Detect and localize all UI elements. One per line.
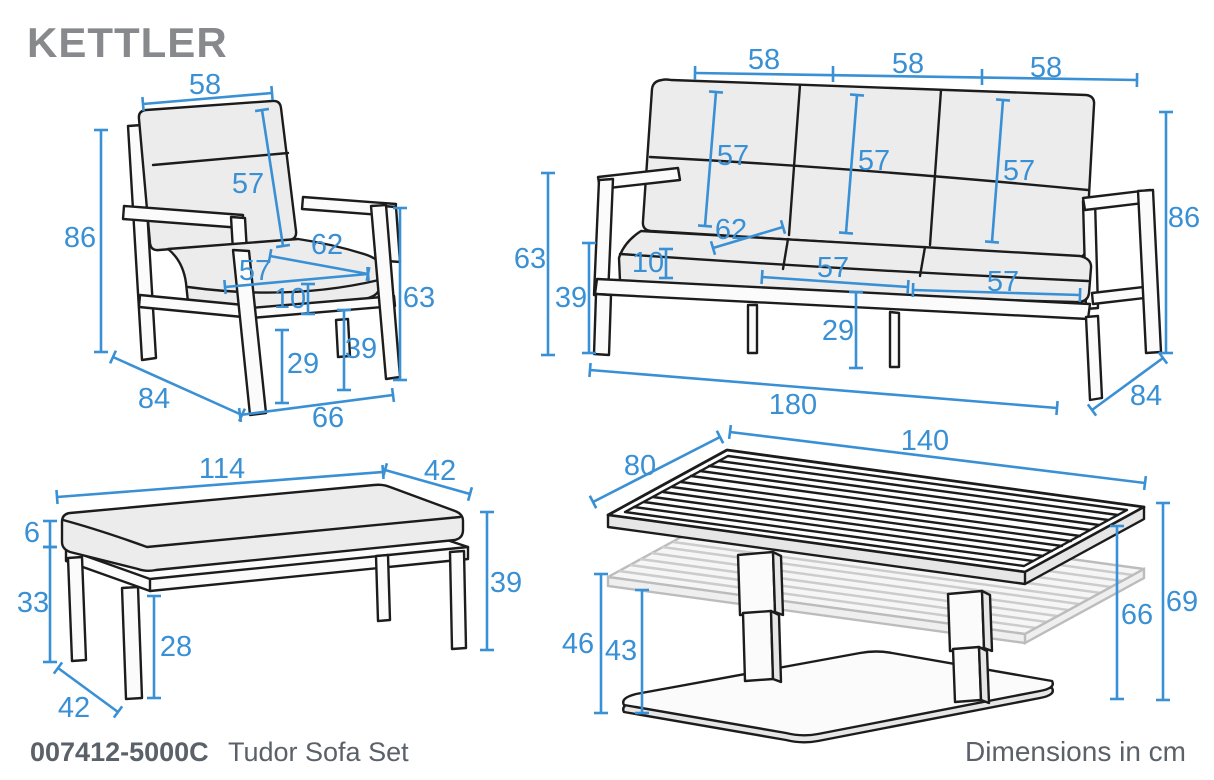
table-top-edge — [606, 505, 1146, 586]
table-dim-lowered-clearance: 43 — [605, 635, 637, 667]
sofa-dim-seat-width-2: 57 — [987, 266, 1019, 298]
sofa-back-seam-1 — [787, 83, 802, 237]
bench-rear-right-leg — [374, 553, 392, 623]
sofa-dim-top-width-3: 58 — [1030, 52, 1062, 84]
sofa-dim-seat-width-1: 57 — [817, 252, 849, 284]
bench-cushion-crease — [61, 515, 462, 549]
bench-drawing — [60, 483, 470, 701]
armchair-dim-seat-width: 57 — [239, 255, 271, 287]
bench-dim-frame-height: 33 — [17, 587, 49, 619]
bench-dim-seat-height: 39 — [490, 567, 522, 599]
kettler-logo: KETTLER — [27, 19, 228, 66]
sofa-back-cushions — [641, 78, 1096, 259]
armchair-dim-cushion-thickness: 10 — [274, 283, 306, 315]
table-dimensions: 80 140 46 43 66 69 — [562, 424, 1198, 715]
sofa-dim-cushion-thickness: 10 — [632, 247, 664, 279]
table-dim-raised-height: 69 — [1166, 586, 1198, 618]
sofa-dim-seat-depth: 62 — [715, 214, 747, 246]
sofa-back-seam-2 — [928, 88, 943, 247]
sofa-dim-back-height-1: 57 — [717, 140, 749, 172]
sofa-outer-right-post — [1136, 188, 1163, 355]
table-right-column-lower-side — [977, 645, 991, 705]
sofa-front-left-leg — [592, 292, 613, 357]
sofa-seat-crease — [618, 252, 1090, 283]
bench-dim-bottom-depth: 42 — [58, 692, 90, 724]
armchair-dim-seat-depth: 62 — [311, 229, 343, 261]
product-sku: 007412-5000C — [30, 737, 209, 767]
armchair-dimensions: 58 86 57 62 57 10 29 39 63 84 66 — [64, 69, 435, 434]
sofa-dimensions: 58 58 58 57 57 57 63 39 10 62 57 57 29 8… — [514, 44, 1200, 421]
bench-dim-top-depth: 42 — [424, 455, 456, 487]
armchair-dim-arm-height: 63 — [403, 282, 435, 314]
sofa-dim-seat-height: 39 — [555, 282, 587, 314]
bench-dim-length: 114 — [199, 453, 245, 485]
table-left-column-upper-side — [771, 550, 785, 617]
product-name: Tudor Sofa Set — [228, 737, 409, 767]
table-top-slats — [632, 459, 1120, 563]
table-base-plate — [622, 650, 1054, 737]
sofa-mid-leg-1 — [746, 303, 759, 355]
sofa-dim-depth: 84 — [1130, 380, 1162, 412]
sofa-front-right-leg — [1084, 314, 1104, 402]
table-left-column-lower — [741, 609, 775, 683]
sofa-dim-back-height-3: 57 — [1003, 155, 1035, 187]
sofa-dim-total-width: 180 — [769, 389, 817, 421]
sofa-dim-clearance: 29 — [822, 315, 854, 347]
table-left-column-upper — [736, 550, 777, 617]
armchair-dim-seat-height: 39 — [345, 333, 377, 365]
sofa-drawing — [592, 78, 1163, 402]
sofa-dim-top-width-2: 58 — [892, 48, 924, 80]
bench-dimensions: 114 42 6 33 28 39 42 — [17, 453, 522, 724]
armchair-dim-top-width: 58 — [189, 69, 221, 101]
table-drawing — [606, 448, 1146, 744]
table-dim-lowered-height: 46 — [562, 628, 594, 660]
footer: 007412-5000C Tudor Sofa Set Dimensions i… — [30, 736, 1186, 767]
bench-front-left-leg — [120, 585, 144, 701]
table-right-column-upper-side — [980, 589, 994, 653]
table-left-column-lower-side — [769, 609, 783, 684]
table-dim-length: 140 — [901, 425, 949, 457]
armchair-dim-back-height: 57 — [232, 168, 264, 200]
table-lowered-edge — [606, 566, 1146, 646]
sofa-dim-back-height-2: 57 — [858, 145, 890, 177]
sofa-dim-total-height: 86 — [1168, 202, 1200, 234]
sofa-dim-top-width-1: 58 — [748, 44, 780, 76]
sofa-mid-leg-2 — [888, 310, 901, 369]
armchair-dim-clearance: 29 — [287, 348, 319, 380]
units-note: Dimensions in cm — [965, 736, 1186, 767]
bench-front-right-leg — [448, 549, 468, 651]
armchair-dim-front-width: 66 — [312, 402, 344, 434]
table-right-column-lower — [951, 645, 983, 704]
bench-dim-clearance: 28 — [160, 631, 192, 663]
table-dim-raised-clearance: 66 — [1121, 599, 1153, 631]
table-right-column-upper — [946, 589, 986, 653]
armchair-dim-total-height: 86 — [64, 222, 96, 254]
sofa-dim-arm-height: 63 — [514, 243, 546, 275]
bench-rear-left-leg — [66, 555, 88, 663]
table-dim-depth: 80 — [624, 450, 656, 482]
bench-dim-cushion-thickness: 6 — [24, 517, 40, 549]
armchair-dim-depth: 84 — [138, 383, 170, 415]
sofa-seat-seam-2 — [918, 245, 927, 278]
